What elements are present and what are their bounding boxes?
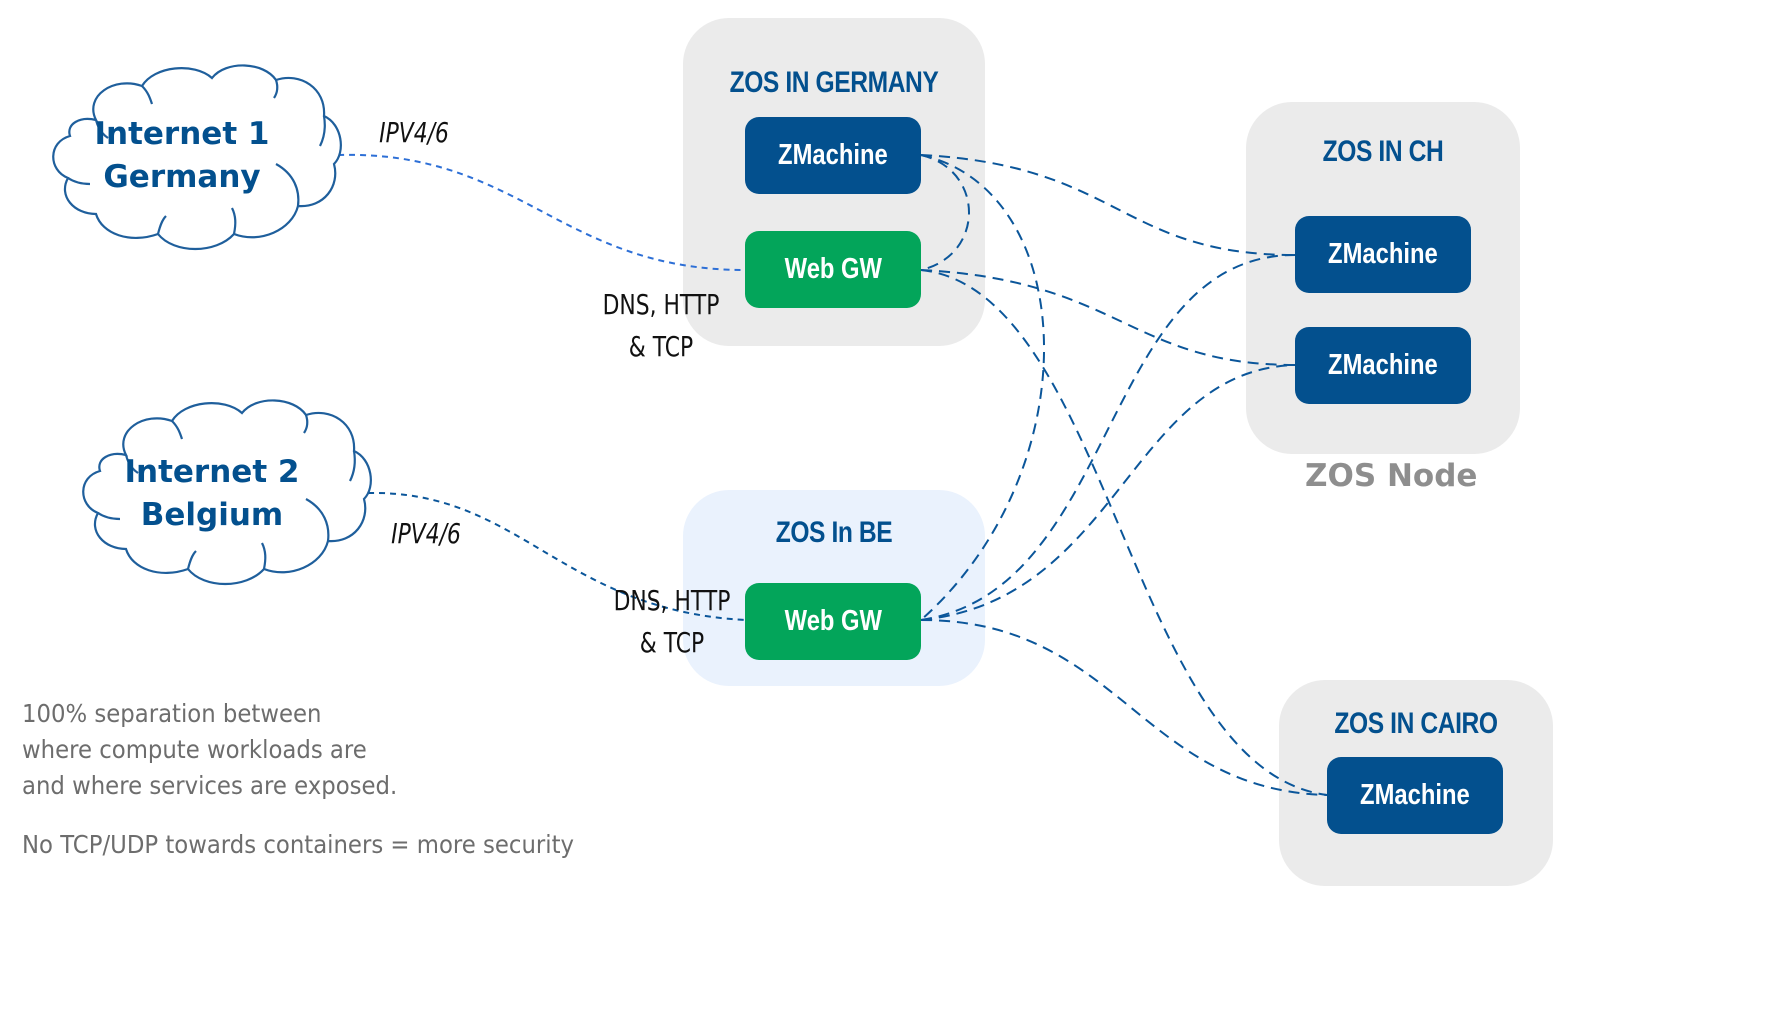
note-separation: 100% separation between where compute wo… bbox=[22, 696, 397, 804]
note-line-1: 100% separation between bbox=[22, 699, 322, 728]
cloud-icon-internet1 bbox=[52, 64, 342, 251]
germany-webgw-node[interactable]: Web GW bbox=[745, 231, 921, 308]
note-line-3: and where services are exposed. bbox=[22, 771, 398, 800]
cloud-icon-internet2 bbox=[82, 399, 372, 586]
germany-zmachine-node[interactable]: ZMachine bbox=[745, 117, 921, 194]
proto-label-be-line1: DNS, HTTP bbox=[613, 584, 731, 617]
zone-germany-title: ZOS IN GERMANY bbox=[729, 66, 939, 99]
cairo-zmachine-node[interactable]: ZMachine bbox=[1327, 757, 1503, 834]
proto-label-germany-line1: DNS, HTTP bbox=[602, 288, 720, 321]
cloud-label-internet2: Internet 2 Belgium bbox=[112, 451, 312, 537]
germany-zmachine-label: ZMachine bbox=[778, 139, 888, 171]
ch-zmachine-2-node[interactable]: ZMachine bbox=[1295, 327, 1471, 404]
zone-ch-title: ZOS IN CH bbox=[1322, 135, 1444, 168]
ch-zmachine-1-label: ZMachine bbox=[1328, 238, 1438, 270]
cloud-label-internet2-line2: Belgium bbox=[140, 497, 284, 533]
note-line-2: where compute workloads are bbox=[22, 735, 367, 764]
ch-zmachine-1-node[interactable]: ZMachine bbox=[1295, 216, 1471, 293]
be-webgw-node[interactable]: Web GW bbox=[745, 583, 921, 660]
cloud-label-internet2-line1: Internet 2 bbox=[124, 454, 300, 490]
note-security: No TCP/UDP towards containers = more sec… bbox=[22, 830, 575, 859]
zos-node-legend: ZOS Node bbox=[1305, 458, 1478, 494]
proto-label-germany-line2: & TCP bbox=[628, 330, 694, 363]
cloud-label-internet1-line1: Internet 1 bbox=[94, 116, 270, 152]
proto-label-germany: DNS, HTTP & TCP bbox=[603, 284, 720, 368]
be-webgw-label: Web GW bbox=[784, 605, 882, 637]
cairo-zmachine-label: ZMachine bbox=[1360, 779, 1470, 811]
zone-be-title: ZOS In BE bbox=[775, 516, 893, 549]
proto-label-be: DNS, HTTP & TCP bbox=[614, 580, 731, 664]
zone-cairo-title: ZOS IN CAIRO bbox=[1334, 707, 1498, 740]
cloud-label-internet1-line2: Germany bbox=[103, 159, 261, 195]
ipv-label-2: IPV4/6 bbox=[391, 517, 461, 550]
ch-zmachine-2-label: ZMachine bbox=[1328, 349, 1438, 381]
ipv-label-1: IPV4/6 bbox=[379, 116, 449, 149]
germany-webgw-label: Web GW bbox=[784, 253, 882, 285]
proto-label-be-line2: & TCP bbox=[639, 626, 705, 659]
cloud-label-internet1: Internet 1 Germany bbox=[82, 113, 282, 199]
